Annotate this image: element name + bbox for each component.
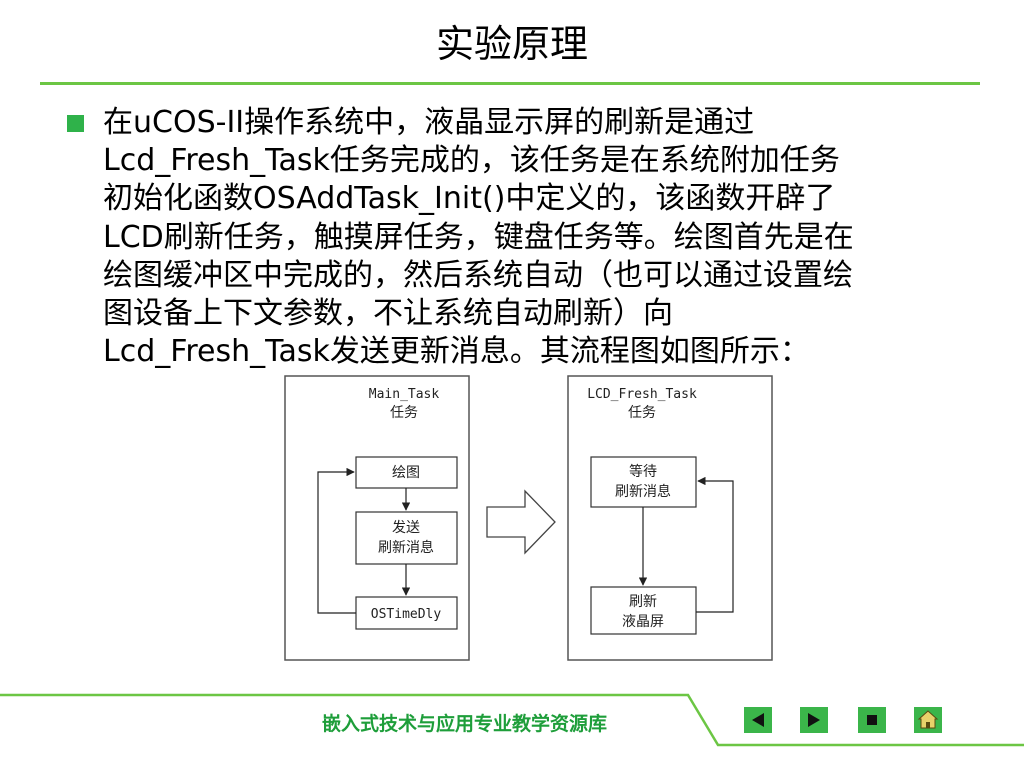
triangle-left-icon bbox=[752, 713, 764, 727]
body-line: 初始化函数OSAddTask_Init()中定义的，该函数开辟了 bbox=[103, 181, 836, 217]
draw-box bbox=[355, 456, 458, 489]
wait-box-label-2: 刷新消息 bbox=[615, 483, 671, 500]
triangle-right-icon bbox=[808, 713, 820, 727]
refresh-box-label-1: 刷新 bbox=[629, 594, 657, 610]
body-line: 在uCOS-II操作系统中，液晶显示屏的刷新是通过 bbox=[103, 105, 755, 140]
body-line: 图设备上下文参数，不让系统自动刷新）向 bbox=[103, 296, 673, 332]
body-line: Lcd_Fresh_Task任务完成的，该任务是在系统附加任务 bbox=[103, 143, 840, 179]
lcd-task-title: LCD_Fresh_Task bbox=[587, 387, 697, 402]
stop-button[interactable] bbox=[858, 707, 886, 733]
transition-arrow-icon bbox=[486, 489, 556, 555]
time-delay-box bbox=[355, 596, 458, 630]
footer-course-name: 嵌入式技术与应用专业教学资源库 bbox=[322, 713, 608, 735]
home-button[interactable] bbox=[914, 707, 942, 733]
square-stop-icon bbox=[867, 715, 877, 725]
send-box-label-1: 发送 bbox=[392, 520, 420, 536]
body-line: 绘图缓冲区中完成的，然后系统自动（也可以通过设置绘 bbox=[103, 257, 853, 293]
loop-arrow-lcd bbox=[696, 476, 734, 613]
body-paragraph: 在uCOS-II操作系统中，液晶显示屏的刷新是通过 Lcd_Fresh_Task… bbox=[103, 104, 983, 371]
main-task-title: Main_Task bbox=[369, 387, 440, 402]
refresh-box-label-2: 液晶屏 bbox=[622, 614, 664, 630]
body-line: LCD刷新任务，触摸屏任务，键盘任务等。绘图首先是在 bbox=[103, 219, 854, 255]
send-box-label-2: 刷新消息 bbox=[378, 539, 434, 556]
time-delay-label: OSTimeDly bbox=[371, 607, 442, 622]
refresh-lcd-box bbox=[590, 586, 697, 635]
body-line: Lcd_Fresh_Task发送更新消息。其流程图如图所示： bbox=[103, 334, 810, 370]
main-task-subtitle: 任务 bbox=[390, 405, 418, 421]
slide-title: 实验原理 bbox=[435, 22, 588, 66]
wait-message-box bbox=[590, 456, 697, 508]
lcd-task-subtitle: 任务 bbox=[628, 405, 656, 421]
loop-arrow-main bbox=[317, 467, 356, 614]
prev-slide-button[interactable] bbox=[744, 707, 772, 733]
draw-box-label: 绘图 bbox=[392, 465, 420, 481]
footer-divider bbox=[0, 693, 1024, 747]
home-icon bbox=[917, 710, 939, 729]
wait-box-label-1: 等待 bbox=[629, 463, 657, 480]
title-divider bbox=[40, 82, 980, 85]
bullet-square-icon bbox=[67, 115, 84, 132]
next-slide-button[interactable] bbox=[800, 707, 828, 733]
